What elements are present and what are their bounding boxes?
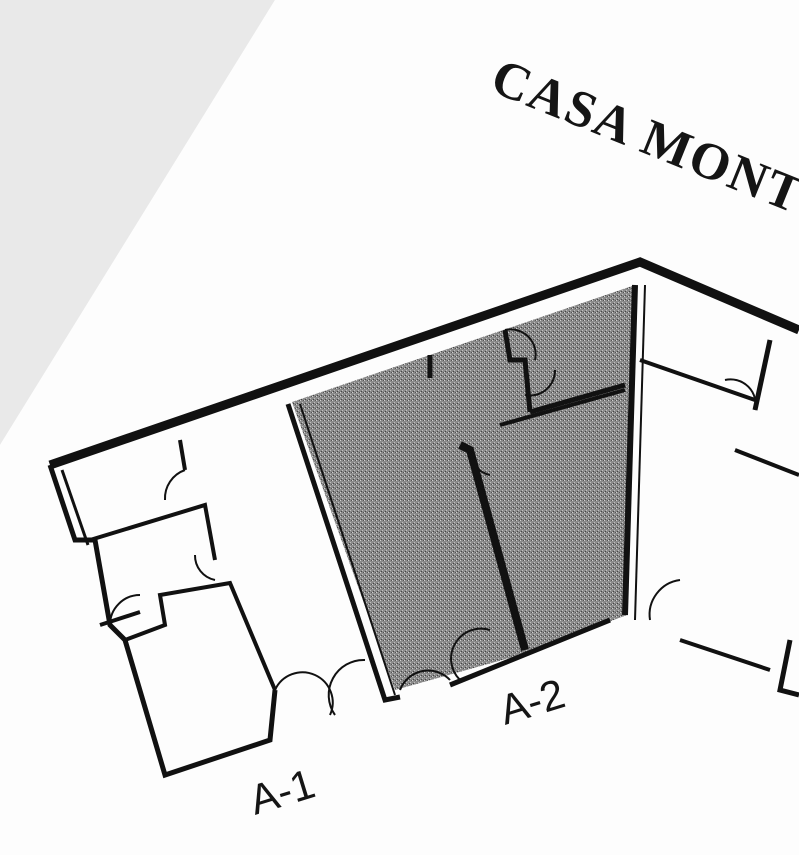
walls	[47, 257, 799, 779]
door-swings	[109, 328, 757, 716]
